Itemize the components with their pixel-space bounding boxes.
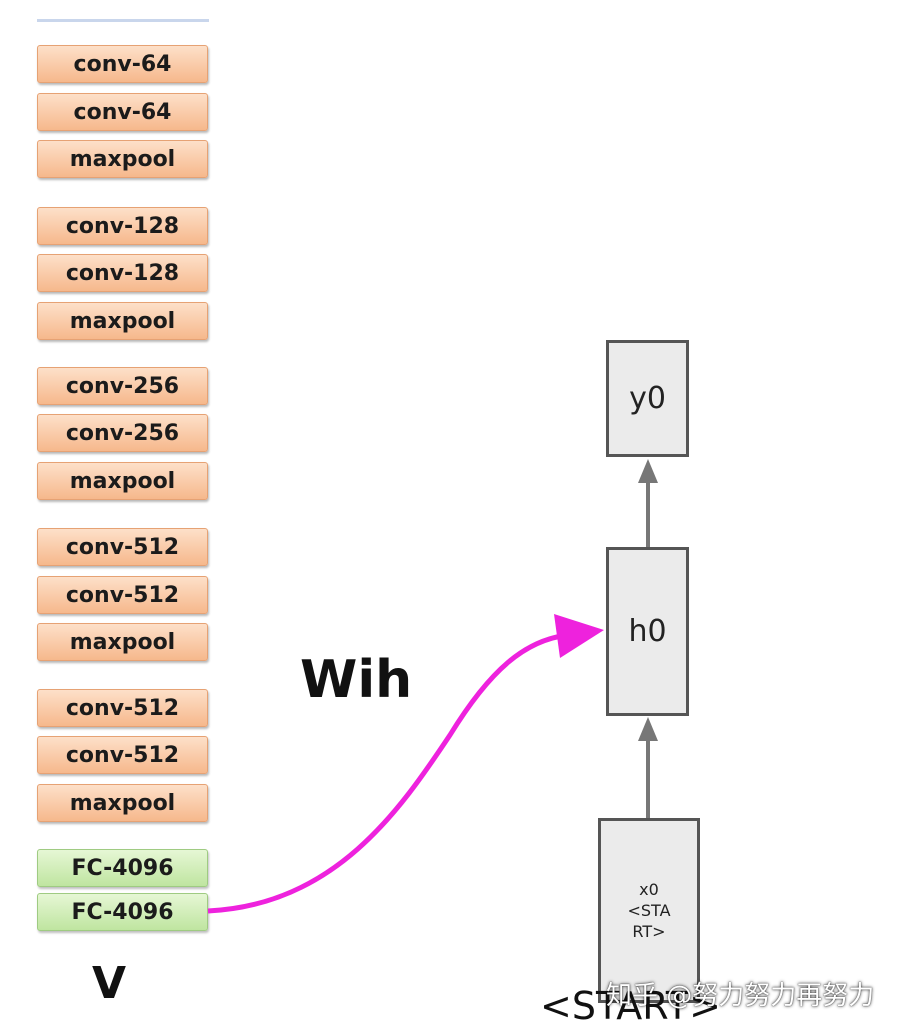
layer-conv-256-a: conv-256 <box>37 367 208 405</box>
layer-maxpool-4: maxpool <box>37 623 208 661</box>
layer-fc-4096-a: FC-4096 <box>37 849 208 887</box>
wih-arrowhead <box>554 614 604 658</box>
top-divider <box>37 19 209 22</box>
layer-conv-64-b: conv-64 <box>37 93 208 131</box>
layer-maxpool-1: maxpool <box>37 140 208 178</box>
layer-conv-512-c: conv-512 <box>37 689 208 727</box>
layer-conv-512-b: conv-512 <box>37 576 208 614</box>
layer-fc-4096-b: FC-4096 <box>37 893 208 931</box>
layer-maxpool-3: maxpool <box>37 462 208 500</box>
x0-node: x0 <STA RT> <box>598 818 700 1003</box>
y0-node: y0 <box>606 340 689 457</box>
layer-conv-512-a: conv-512 <box>37 528 208 566</box>
x0-to-h0-arrowhead <box>638 717 658 741</box>
layer-conv-256-b: conv-256 <box>37 414 208 452</box>
h0-node: h0 <box>606 547 689 716</box>
watermark: 知乎 @努力努力再努力 <box>606 981 875 1011</box>
layer-maxpool-2: maxpool <box>37 302 208 340</box>
h0-label: h0 <box>628 614 667 649</box>
layer-maxpool-5: maxpool <box>37 784 208 822</box>
h0-to-y0-arrowhead <box>638 459 658 483</box>
start-label: <START> <box>540 984 721 1028</box>
layer-conv-512-d: conv-512 <box>37 736 208 774</box>
layer-conv-128-b: conv-128 <box>37 254 208 292</box>
layer-conv-64-a: conv-64 <box>37 45 208 83</box>
wih-connector <box>207 632 569 914</box>
layer-conv-128-a: conv-128 <box>37 207 208 245</box>
wih-label: Wih <box>300 650 413 710</box>
y0-label: y0 <box>629 381 666 416</box>
v-label: V <box>92 958 127 1009</box>
